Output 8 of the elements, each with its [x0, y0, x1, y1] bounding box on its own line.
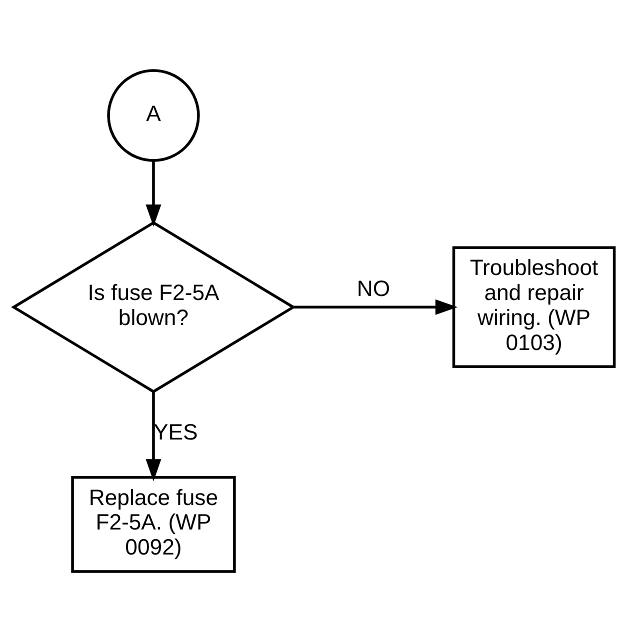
node-box: Replace fuse F2-5A. (WP 0092): [71, 475, 236, 572]
node-circle: A: [107, 68, 200, 162]
node-diamond: Is fuse F2-5A blown?: [11, 220, 296, 393]
node-box: Troubleshoot and repair wiring. (WP 0103): [452, 246, 616, 368]
arrow: [294, 298, 458, 314]
edge-label: NO: [356, 275, 390, 300]
arrow: [146, 160, 162, 226]
arrow: [146, 392, 162, 481]
